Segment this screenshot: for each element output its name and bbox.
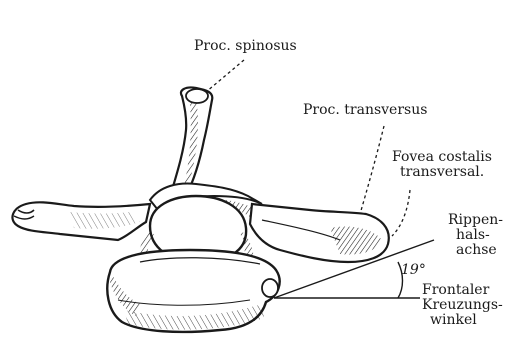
label-rippenhalsachse: Rippen- hals- achse [448,213,503,258]
frontal-line-2: Kreuzungs- [422,298,503,313]
rippen-line-1: Rippen- [448,213,503,228]
vertebral-body [107,250,279,332]
left-transverse-process [12,202,150,240]
label-proc-spinosus: Proc. spinosus [194,39,297,54]
label-angle: 19° [401,263,426,278]
leader-proc-transversus [360,126,384,214]
right-transverse-process [250,204,389,262]
spinous-process [172,87,212,196]
frontal-line-1: Frontaler [422,283,503,298]
frontal-line-3: winkel [422,313,503,328]
label-proc-transversus: Proc. transversus [303,103,427,118]
fovea-line-1: Fovea costalis [392,150,492,165]
rippen-line-3: achse [448,243,503,258]
fovea-line-2: transversal. [392,165,492,180]
leader-proc-spinosus [206,60,244,92]
leader-fovea-costalis [392,190,410,236]
rippen-line-2: hals- [448,228,503,243]
label-frontaler-kreuzungswinkel: Frontaler Kreuzungs- winkel [422,283,503,328]
label-fovea-costalis: Fovea costalis transversal. [392,150,492,180]
